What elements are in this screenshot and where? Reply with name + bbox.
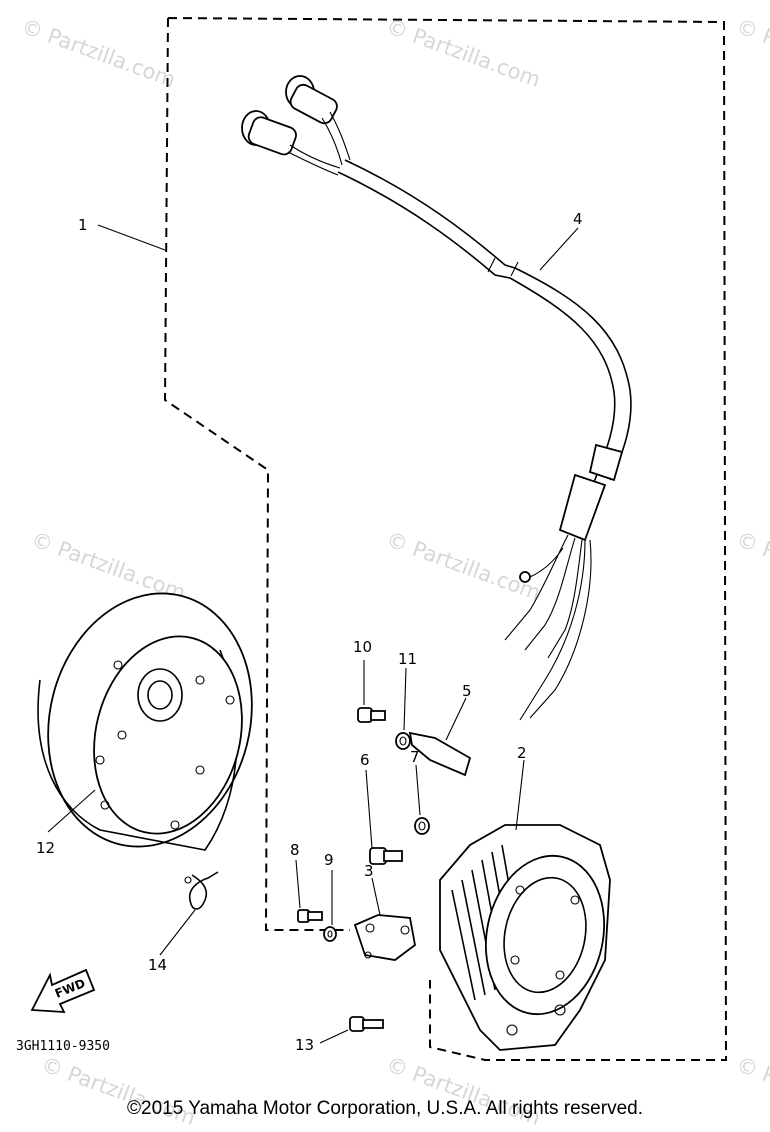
washer xyxy=(414,817,430,835)
connector xyxy=(285,75,351,166)
screw xyxy=(357,707,386,723)
callout-numbers: 1 2 3 4 5 6 7 8 9 10 11 12 13 14 xyxy=(36,210,583,1054)
watermark: © Partzilla.com xyxy=(733,527,770,605)
callout-2: 2 xyxy=(517,744,527,762)
washer xyxy=(395,732,411,750)
screw xyxy=(297,909,323,923)
callout-13: 13 xyxy=(295,1036,314,1054)
watermark: © Partzilla.com xyxy=(383,527,543,605)
callout-14: 14 xyxy=(148,956,167,974)
screw xyxy=(369,847,403,865)
callout-9: 9 xyxy=(324,851,334,869)
callout-6: 6 xyxy=(360,751,370,769)
watermark: © Partzilla.com xyxy=(18,14,178,92)
pickup-coil xyxy=(353,914,416,961)
watermark-layer: © Partzilla.com © Partzilla.com © Partzi… xyxy=(18,14,770,1130)
connector xyxy=(241,110,341,176)
callout-5: 5 xyxy=(462,682,472,700)
callout-3: 3 xyxy=(364,862,374,880)
assembly-boundary xyxy=(163,17,728,1061)
watermark: © Partzilla.com xyxy=(733,14,770,92)
screw xyxy=(349,1016,384,1032)
washer xyxy=(323,926,337,942)
callout-8: 8 xyxy=(290,841,300,859)
flywheel xyxy=(37,592,253,851)
copyright-notice: ©2015 Yamaha Motor Corporation, U.S.A. A… xyxy=(127,1098,643,1119)
diagram-code: 3GH1110-9350 xyxy=(16,1039,110,1054)
fwd-arrow: FWD xyxy=(30,968,96,1013)
callout-1: 1 xyxy=(78,216,88,234)
wire-clamp xyxy=(184,871,219,910)
callout-11: 11 xyxy=(398,650,417,668)
callout-10: 10 xyxy=(353,638,372,656)
callout-12: 12 xyxy=(36,839,55,857)
callout-7: 7 xyxy=(410,748,420,766)
wire-harness xyxy=(241,75,632,721)
callout-4: 4 xyxy=(573,210,583,228)
watermark: © Partzilla.com xyxy=(383,14,543,92)
stator-housing xyxy=(439,824,611,1051)
bracket xyxy=(408,731,472,777)
leader-lines xyxy=(47,224,579,1044)
